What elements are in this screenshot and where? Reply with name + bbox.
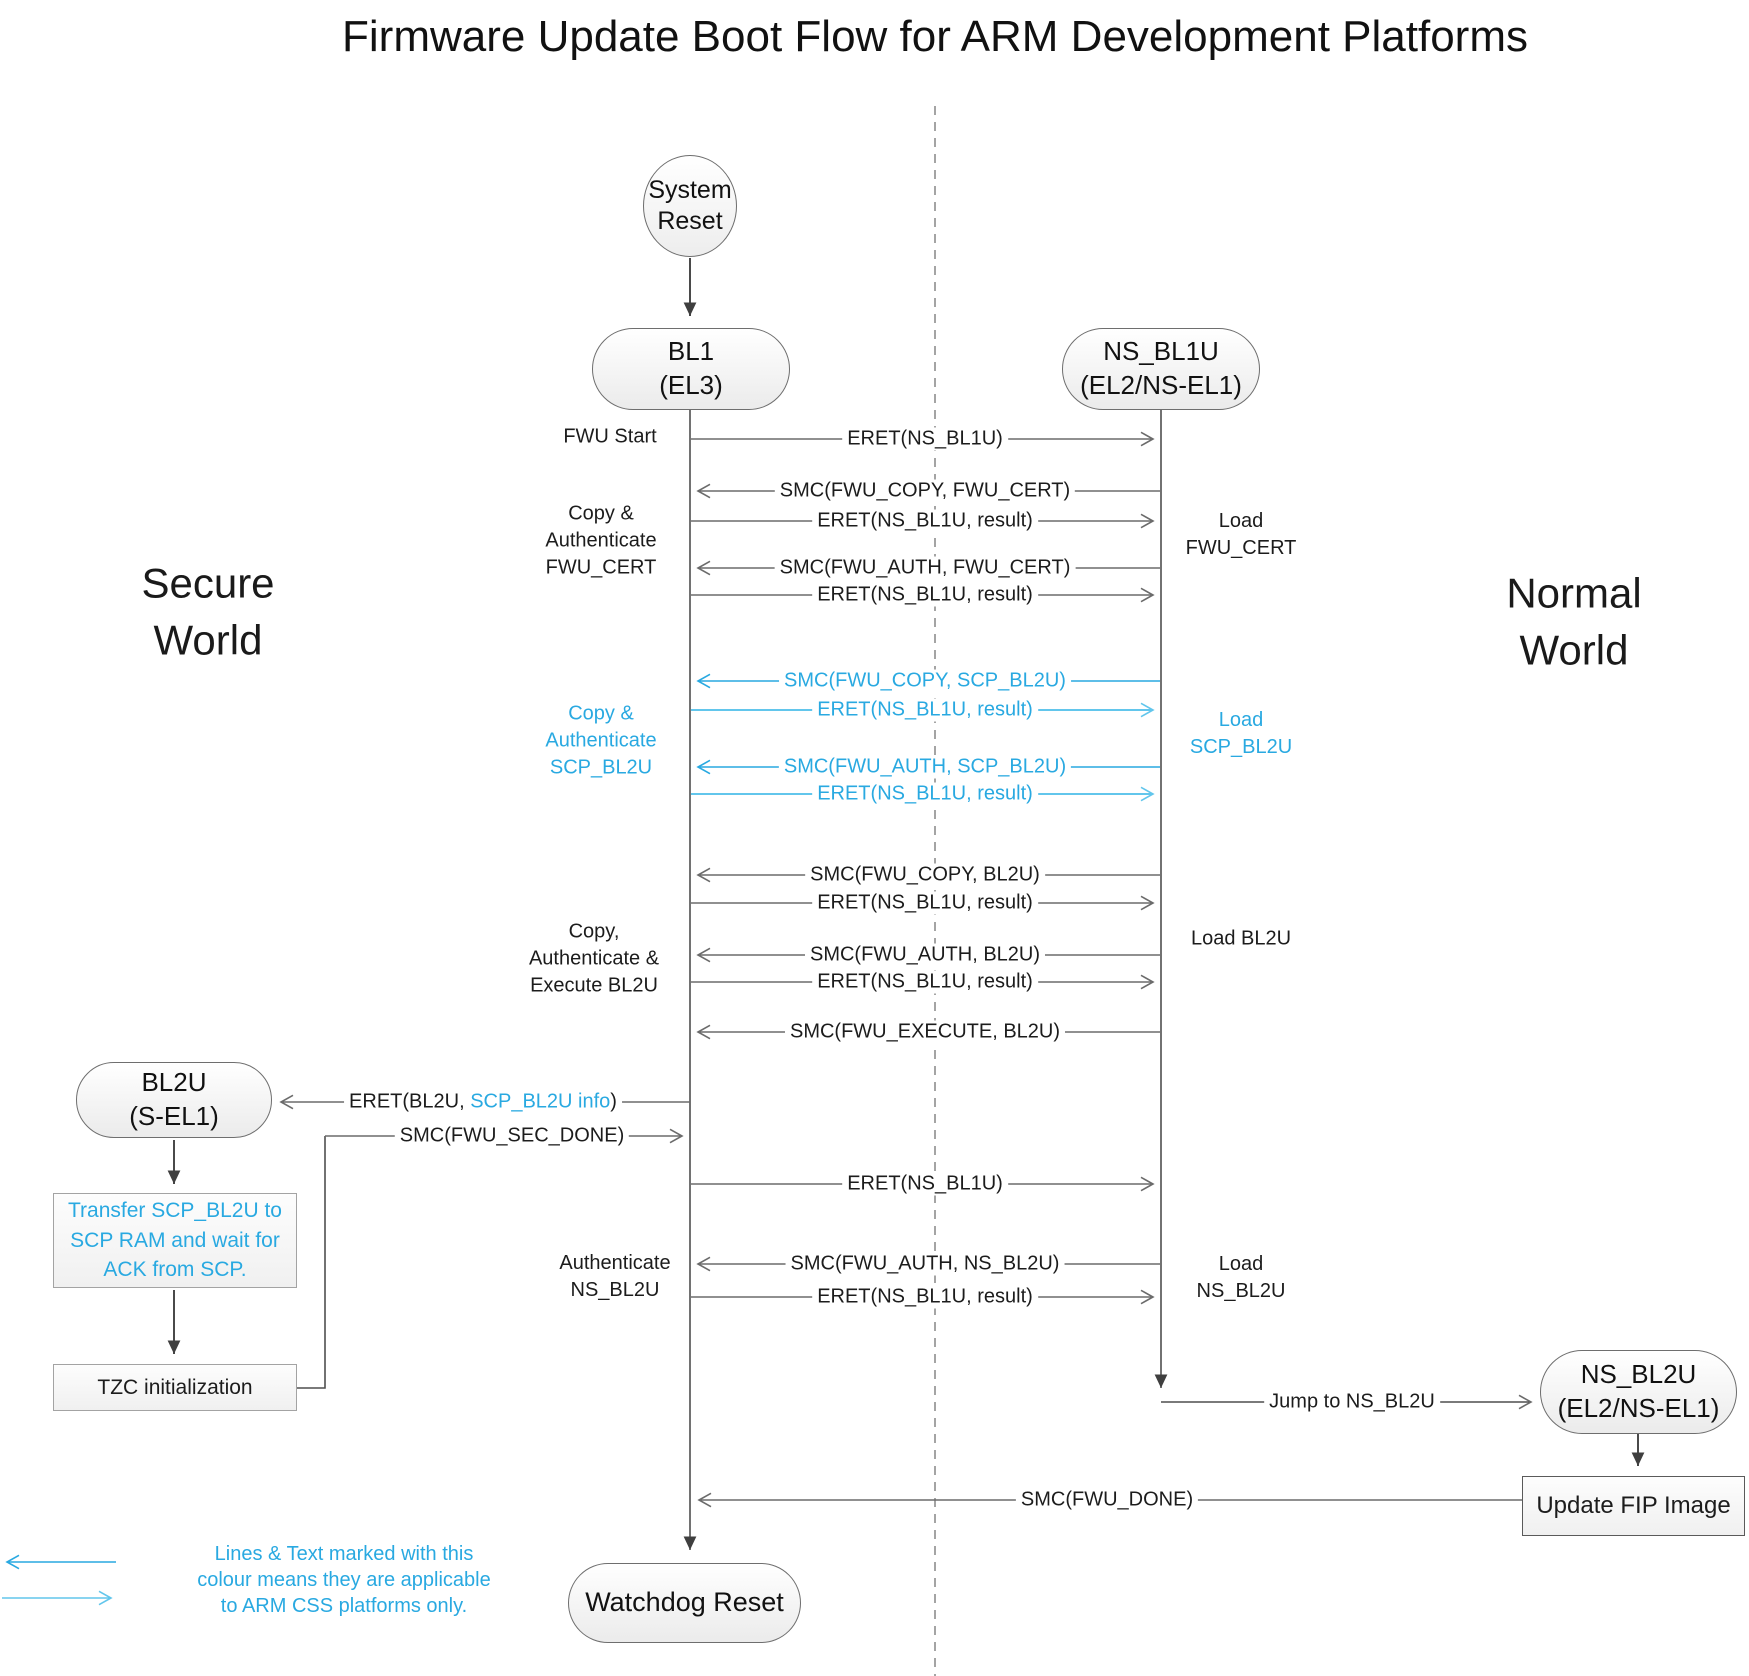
msg-eret-ns-bl1u-result: ERET(NS_BL1U, result) bbox=[812, 698, 1038, 722]
node-bl1: BL1 (EL3) bbox=[592, 328, 790, 410]
msg-eret-bl2u-scp-info: ERET(BL2U, SCP_BL2U info) bbox=[344, 1090, 622, 1114]
msg-eret-ns-bl1u-result: ERET(NS_BL1U, result) bbox=[812, 1285, 1038, 1309]
node-bl2u: BL2U (S-EL1) bbox=[76, 1062, 272, 1138]
msg-smc-fwu-auth-fwu-cert: SMC(FWU_AUTH, FWU_CERT) bbox=[774, 556, 1076, 580]
msg-smc-fwu-copy-bl2u: SMC(FWU_COPY, BL2U) bbox=[805, 863, 1045, 887]
msg-eret-ns-bl1u-result: ERET(NS_BL1U, result) bbox=[812, 970, 1038, 994]
node-ns-bl1u: NS_BL1U (EL2/NS-EL1) bbox=[1062, 328, 1260, 410]
msg-smc-fwu-auth-scp-bl2u: SMC(FWU_AUTH, SCP_BL2U) bbox=[778, 755, 1072, 779]
legend-text: Lines & Text marked with this colour mea… bbox=[197, 1543, 491, 1617]
node-system-reset: System Reset bbox=[643, 155, 737, 257]
msg-smc-fwu-sec-done: SMC(FWU_SEC_DONE) bbox=[394, 1124, 630, 1148]
side-label-copy-auth-fwu-cert: Copy & Authenticate FWU_CERT bbox=[545, 502, 657, 579]
msg-eret-ns-bl1u-result: ERET(NS_BL1U, result) bbox=[812, 891, 1038, 915]
msg-part-black: ERET(BL2U, bbox=[349, 1090, 471, 1113]
msg-eret-ns-bl1u-result: ERET(NS_BL1U, result) bbox=[812, 509, 1038, 533]
msg-part-blue: SCP_BL2U info bbox=[470, 1090, 611, 1113]
box-tzc-initialization: TZC initialization bbox=[53, 1364, 297, 1411]
side-label-fwu-start: FWU Start bbox=[563, 425, 657, 448]
side-label-copy-auth-scp-bl2u: Copy & Authenticate SCP_BL2U bbox=[545, 702, 657, 779]
msg-smc-fwu-copy-scp-bl2u: SMC(FWU_COPY, SCP_BL2U) bbox=[779, 669, 1071, 693]
msg-eret-ns-bl1u: ERET(NS_BL1U) bbox=[842, 427, 1008, 451]
msg-smc-fwu-auth-bl2u: SMC(FWU_AUTH, BL2U) bbox=[804, 943, 1046, 967]
msg-smc-fwu-execute-bl2u: SMC(FWU_EXECUTE, BL2U) bbox=[784, 1020, 1066, 1044]
box-transfer-scp-bl2u: Transfer SCP_BL2U to SCP RAM and wait fo… bbox=[53, 1193, 297, 1288]
side-label-authenticate-ns-bl2u: Authenticate NS_BL2U bbox=[559, 1252, 671, 1301]
box-update-fip-image: Update FIP Image bbox=[1522, 1476, 1745, 1536]
msg-smc-fwu-auth-ns-bl2u: SMC(FWU_AUTH, NS_BL2U) bbox=[785, 1252, 1065, 1276]
side-label-load-fwu-cert: Load FWU_CERT bbox=[1185, 510, 1297, 559]
world-label-secure: Secure World bbox=[141, 559, 275, 663]
msg-eret-ns-bl1u: ERET(NS_BL1U) bbox=[842, 1172, 1008, 1196]
side-label-load-ns-bl2u: Load NS_BL2U bbox=[1196, 1253, 1286, 1302]
side-label-copy-auth-exec-bl2u: Copy, Authenticate & Execute BL2U bbox=[528, 920, 660, 997]
msg-eret-ns-bl1u-result: ERET(NS_BL1U, result) bbox=[812, 782, 1038, 806]
msg-smc-fwu-copy-fwu-cert: SMC(FWU_COPY, FWU_CERT) bbox=[774, 479, 1076, 503]
node-watchdog-reset: Watchdog Reset bbox=[568, 1563, 801, 1643]
world-label-normal: Normal World bbox=[1506, 569, 1642, 673]
msg-eret-ns-bl1u-result: ERET(NS_BL1U, result) bbox=[812, 583, 1038, 607]
msg-smc-fwu-done: SMC(FWU_DONE) bbox=[1015, 1488, 1199, 1512]
side-label-load-bl2u: Load BL2U bbox=[1190, 927, 1292, 950]
side-label-load-scp-bl2u: Load SCP_BL2U bbox=[1189, 709, 1293, 758]
diagram-title: Firmware Update Boot Flow for ARM Develo… bbox=[342, 12, 1528, 61]
msg-part-black: ) bbox=[610, 1090, 617, 1113]
msg-jump-to-ns-bl2u: Jump to NS_BL2U bbox=[1264, 1390, 1440, 1414]
node-ns-bl2u: NS_BL2U (EL2/NS-EL1) bbox=[1540, 1350, 1737, 1434]
